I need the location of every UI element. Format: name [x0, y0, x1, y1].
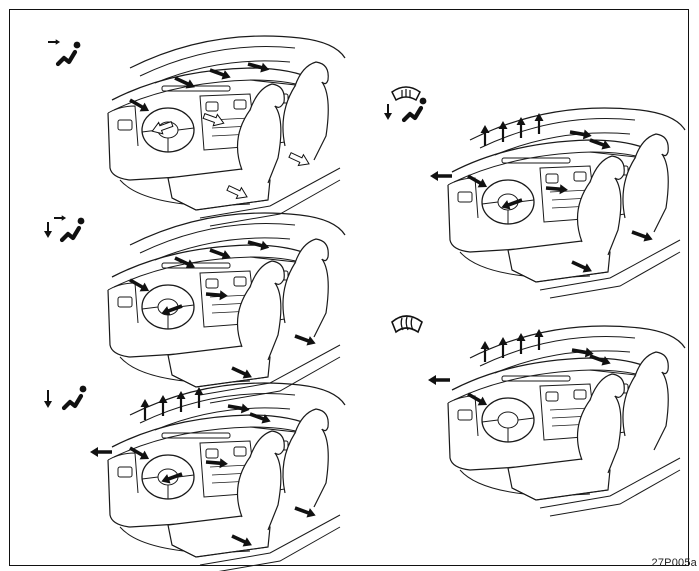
defroster-icon [392, 316, 422, 332]
cabin-illustration [108, 36, 345, 226]
cabin-illustration [448, 108, 685, 298]
figure-code: 27P005a [652, 557, 697, 569]
panel-face [48, 36, 345, 226]
cabin-illustration [108, 213, 345, 403]
foot-defroster-icon [384, 87, 426, 120]
panel-defroster [392, 316, 685, 516]
cabin-illustration [448, 326, 685, 516]
panel-foot-defroster [384, 87, 685, 298]
face-vent-icon [48, 39, 80, 64]
bi-level-icon [44, 215, 84, 240]
foot-icon [44, 386, 86, 408]
cabin-illustration [108, 383, 345, 571]
panel-foot [44, 383, 345, 571]
airflow-arrows [428, 329, 612, 409]
panel-bi-level [44, 213, 345, 403]
